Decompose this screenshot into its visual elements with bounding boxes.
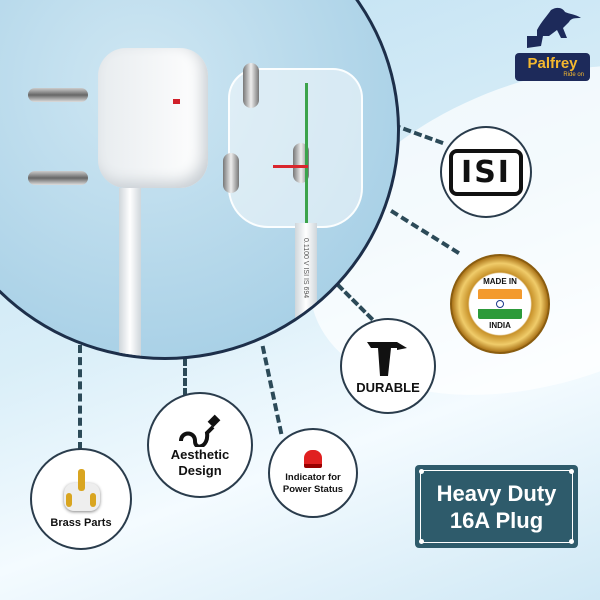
brand-logo: Palfrey Ride on [515,6,590,81]
feature-aesthetic: Aesthetic Design [147,392,253,498]
plug-front [98,48,208,188]
cable [119,188,141,357]
plug-cord-icon [179,414,221,447]
pin [28,171,88,185]
brand-tagline: Ride on [563,72,584,78]
cable-marking: 0.1100 V ISI IS 694 [302,238,309,299]
made-in-label: MADE IN [483,277,517,286]
brand-name: Palfrey [527,55,578,72]
feature-brass-parts: Brass Parts [30,448,132,550]
connector-indicator [260,345,284,435]
heavy-duty-badge: Heavy Duty 16A Plug [415,465,578,548]
aesthetic-label: Aesthetic Design [170,447,230,478]
hammer-icon [367,341,407,376]
feature-isi: ISI [440,126,532,218]
connector-brass [78,345,82,450]
india-label: INDIA [489,321,511,330]
indicator-light-icon [304,450,322,468]
feature-indicator: Indicator for Power Status [268,428,358,518]
india-flag-icon [478,289,522,319]
badge-line2: 16A Plug [449,507,544,533]
feature-durable: DURABLE [340,318,436,414]
isi-mark-icon: ISI [449,148,523,196]
wire-red [273,165,308,168]
wire-green [305,83,308,223]
feature-made-in-india: MADE IN INDIA [450,254,550,354]
indicator-label: Indicator for Power Status [282,472,344,495]
pin [223,153,239,193]
pin [28,88,88,102]
plug-closeup: 0.1100 V ISI IS 694 [0,0,400,360]
brass-plug-icon [56,469,106,513]
cable [295,223,317,357]
pin [243,63,259,108]
durable-label: DURABLE [356,379,420,395]
indicator-light [173,99,180,104]
badge-line1: Heavy Duty [436,480,557,506]
horse-icon [527,7,581,48]
brass-label: Brass Parts [50,517,112,529]
connector-aesthetic [183,358,187,396]
